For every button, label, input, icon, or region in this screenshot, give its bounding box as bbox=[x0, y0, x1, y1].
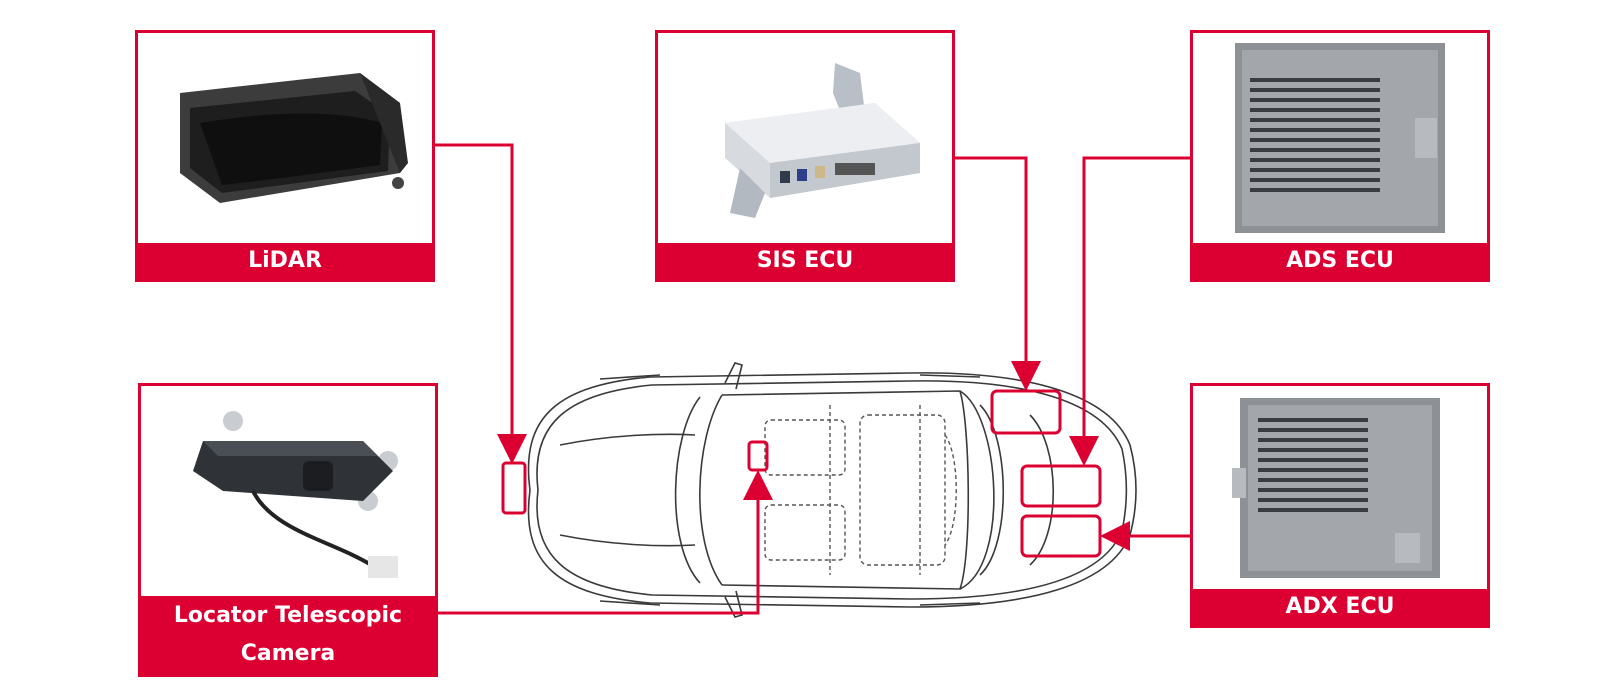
car-top-view bbox=[527, 362, 1137, 618]
sis-ecu-module-icon bbox=[658, 33, 952, 243]
locator-camera-card: Locator Telescopic Camera bbox=[138, 383, 438, 677]
ads-ecu-module-icon bbox=[1193, 33, 1487, 243]
lidar-sensor-icon bbox=[138, 33, 432, 243]
locator-camera-label: Locator Telescopic Camera bbox=[141, 596, 435, 674]
adx-ecu-label: ADX ECU bbox=[1193, 589, 1487, 625]
sis-ecu-label: SIS ECU bbox=[658, 243, 952, 279]
adx-ecu-module-icon bbox=[1193, 386, 1487, 589]
telescopic-camera-icon bbox=[141, 386, 435, 596]
ads-ecu-label: ADS ECU bbox=[1193, 243, 1487, 279]
lidar-label: LiDAR bbox=[138, 243, 432, 279]
adx-ecu-card: ADX ECU bbox=[1190, 383, 1490, 628]
ads-ecu-card: ADS ECU bbox=[1190, 30, 1490, 282]
sis-ecu-card: SIS ECU bbox=[655, 30, 955, 282]
lidar-card: LiDAR bbox=[135, 30, 435, 282]
